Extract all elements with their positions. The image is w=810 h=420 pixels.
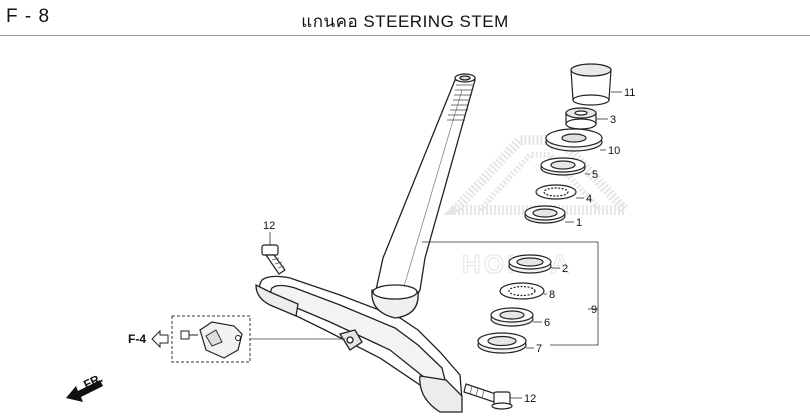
callout-11: 11 [624,87,635,99]
steering-stem-assembly [255,73,476,413]
reference-label: F-4 [128,332,146,346]
callout-3: 3 [610,114,616,126]
page-title: แกนคอ STEERING STEM [301,12,509,31]
bolt-12-bottom [463,383,513,410]
callout-8: 8 [549,289,555,301]
callout-7: 7 [536,343,542,355]
callout-2: 2 [562,263,568,275]
leader-lines [269,91,622,399]
bearing-stack [477,63,612,354]
bolt-12-top [261,244,286,275]
callout-6: 6 [544,317,550,329]
callouts: 11 3 10 5 4 1 2 8 6 7 9 12 12 [263,87,635,405]
front-label: FR. [81,371,104,392]
reference-arrow: F-4 [128,329,169,349]
callout-1: 1 [576,217,582,229]
callout-5: 5 [592,169,598,181]
callout-12-top: 12 [263,220,275,232]
callout-12-bottom: 12 [524,393,536,405]
callout-4: 4 [586,193,592,205]
front-direction-arrow: FR. [66,371,105,402]
title-divider [0,35,810,36]
callout-9: 9 [591,304,597,316]
page-code: F - 8 [6,6,51,27]
callout-10: 10 [608,145,620,157]
cable-bracket-detail [171,315,345,363]
